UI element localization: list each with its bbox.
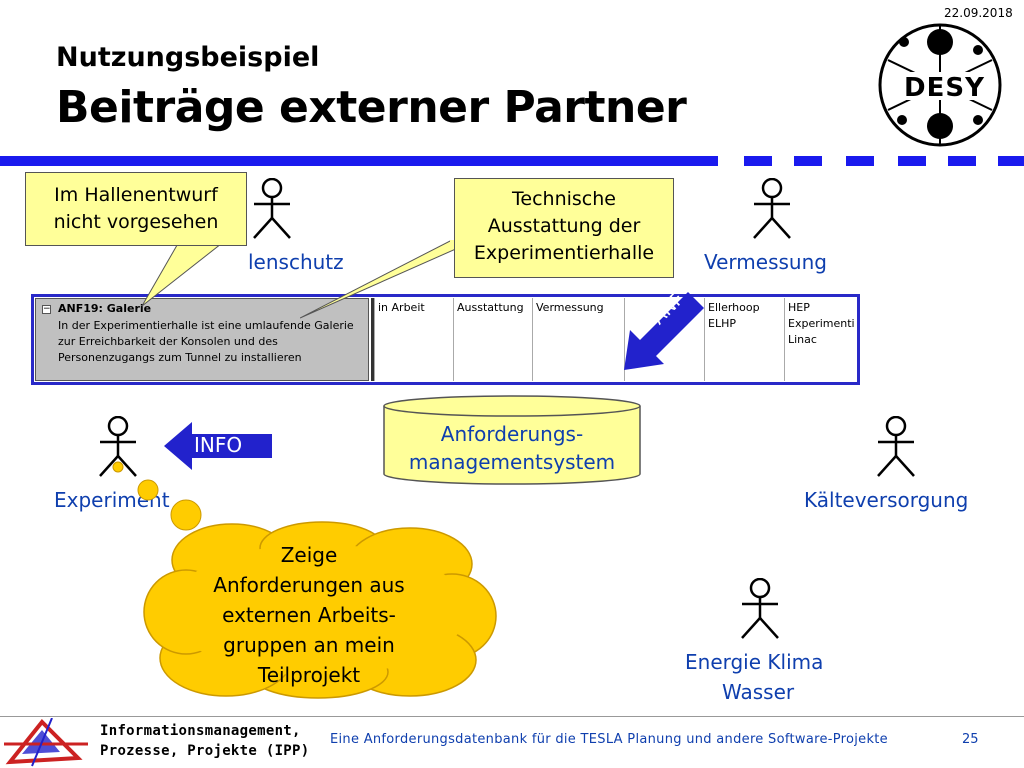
callout-hallenentwurf-line2: nicht vorgesehen	[53, 211, 219, 233]
header-rule-dash	[998, 156, 1024, 166]
actor-energie-label-line1: Energie Klima	[685, 650, 824, 674]
project-cell: HEP Experimenti Linac	[784, 298, 857, 381]
actor-vermessung-label: Vermessung	[704, 250, 827, 274]
thought-line5: Teilprojekt	[257, 663, 361, 687]
thought-line3: externen Arbeits-	[222, 603, 396, 627]
desy-logo	[878, 23, 1002, 147]
header-rule-dash	[948, 156, 976, 166]
footer-description: Eine Anforderungsdatenbank für die TESLA…	[330, 732, 888, 747]
slide-date: 22.09.2018	[944, 6, 1013, 20]
header-rule-dash	[846, 156, 874, 166]
thought-line4: gruppen an mein	[223, 633, 395, 657]
footer-ipp-line2: Prozesse, Projekte (IPP)	[100, 743, 310, 759]
footer-ipp-text: Informationsmanagement, Prozesse, Projek…	[100, 721, 310, 761]
thought-line2: Anforderungen aus	[213, 573, 405, 597]
collapse-icon[interactable]: −	[42, 304, 51, 314]
project-line2: Experimenti	[788, 317, 855, 330]
actor-strahlenschutz-icon	[253, 178, 291, 239]
header-rule	[0, 156, 718, 166]
requirement-description: In der Experimentierhalle ist eine umlau…	[58, 319, 354, 364]
actor-experiment-icon	[99, 416, 137, 477]
callout-technische-line2: Ausstattung der	[487, 215, 641, 237]
slide-title: Beiträge externer Partner	[56, 82, 687, 133]
thought-line1: Zeige	[280, 543, 338, 567]
database-line1: Anforderungs-	[440, 422, 584, 446]
header-rule-dash	[744, 156, 772, 166]
database-line2: managementsystem	[408, 450, 616, 474]
requirement-title: ANF19: Galerie	[58, 302, 152, 315]
thought-text: Zeige Anforderungen aus externen Arbeits…	[186, 540, 432, 690]
footer-divider	[0, 716, 1024, 717]
callout-technische-pointer	[300, 240, 478, 319]
project-line1: HEP	[788, 301, 810, 314]
database-icon	[383, 395, 641, 485]
thought-cloud	[143, 521, 497, 699]
project-line3: Linac	[788, 333, 817, 346]
header-rule-dash	[794, 156, 822, 166]
actor-energie-label-line2: Wasser	[722, 680, 795, 704]
actor-strahlenschutz-label: lenschutz	[248, 250, 344, 274]
persons-line2: ELHP	[708, 317, 736, 330]
desy-logo-text: DESY	[904, 73, 985, 103]
callout-hallenentwurf-pointer	[141, 240, 228, 307]
thought-dots	[112, 461, 202, 531]
callout-hallenentwurf-line1: Im Hallenentwurf	[54, 184, 218, 206]
slide-subtitle: Nutzungsbeispiel	[56, 42, 320, 73]
info-arrow-icon	[164, 422, 272, 470]
footer-ipp-line1: Informationsmanagement,	[100, 723, 301, 739]
status-cell: in Arbeit	[374, 298, 453, 381]
actor-kaelte-label: Kälteversorgung	[804, 488, 969, 512]
persons-line1: Ellerhoop	[708, 301, 760, 314]
anf-arrow-icon	[624, 292, 704, 370]
callout-technische: Technische Ausstattung der Experimentier…	[454, 178, 674, 278]
empty-cell	[624, 298, 704, 381]
callout-technische-line3: Experimentierhalle	[473, 242, 655, 264]
category-cell: Ausstattung	[453, 298, 532, 381]
persons-cell: Ellerhoop ELHP	[704, 298, 784, 381]
actor-energie-icon	[741, 578, 779, 639]
database-label: Anforderungs- managementsystem	[384, 420, 640, 476]
ipp-logo	[4, 718, 88, 767]
info-arrow-label: INFO	[194, 433, 243, 457]
actor-vermessung-icon	[753, 178, 791, 239]
callout-technische-line1: Technische	[512, 188, 616, 210]
header-rule-dash	[898, 156, 926, 166]
page-number: 25	[962, 732, 979, 747]
actor-kaelte-icon	[877, 416, 915, 477]
group-cell: Vermessung	[532, 298, 624, 381]
row-divider	[371, 298, 374, 381]
callout-hallenentwurf: Im Hallenentwurf nicht vorgesehen	[25, 172, 247, 246]
